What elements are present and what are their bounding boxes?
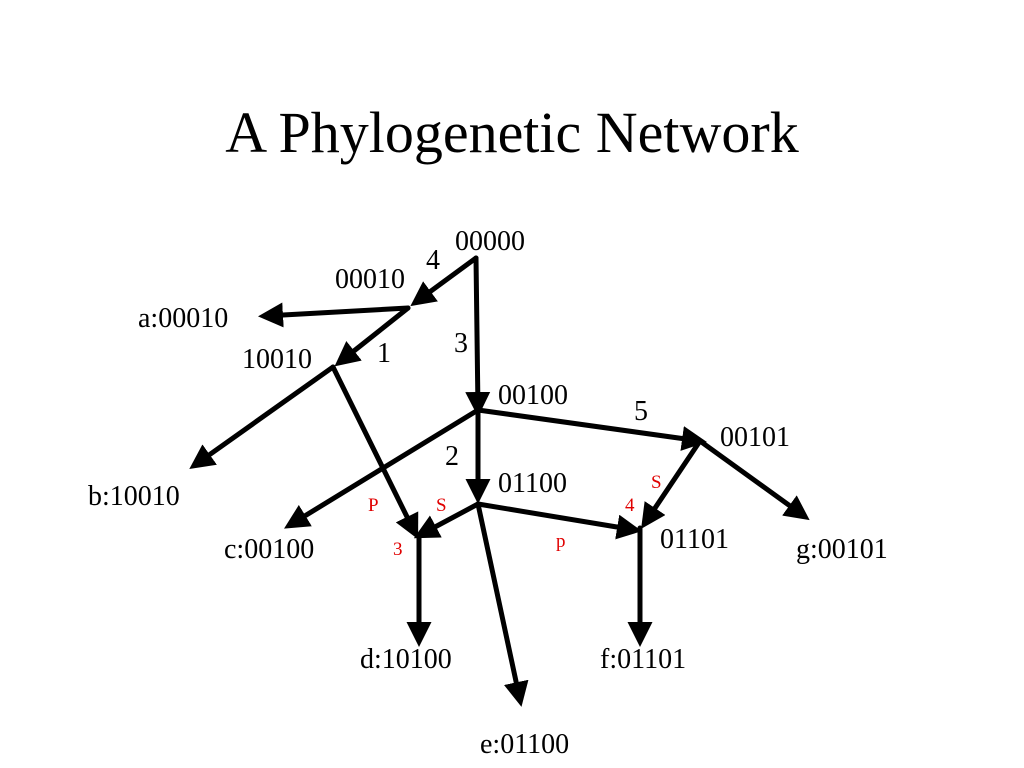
edge-00101-to-leaf-g [697,438,810,521]
annotation-s-right: S [651,472,662,493]
edge-labels: 4 1 3 5 2 [377,245,648,472]
edge-00100-to-00101 [475,407,707,451]
leaf-label-a: a:00010 [138,303,228,334]
annotation-hybrid-4: 4 [625,495,635,516]
leaf-label-f: f:01101 [600,644,686,675]
edge-label-00010-to-10010: 1 [377,338,391,369]
annotation-s-left: S [436,495,447,516]
node-label-00010: 00010 [335,264,405,295]
node-label-10010: 10010 [242,344,312,375]
edge-00101-to-hybrid-4 [641,438,703,529]
node-label-01100: 01100 [498,468,567,499]
node-label-00101: 00101 [720,422,790,453]
edge-root-to-00010 [410,255,479,307]
annotation-hybrid-3: 3 [393,539,403,560]
node-label-01101: 01101 [660,524,729,555]
edge-01100-to-leaf-e [475,501,529,707]
node-label-root: 00000 [455,226,525,257]
edge-label-root-to-00100: 3 [454,328,468,359]
annotation-p-left: P [368,495,379,516]
edge-01100-to-hybrid-4 [475,501,642,540]
edge-01100-to-hybrid-3 [413,501,481,539]
edge-00100-to-leaf-c [284,407,481,529]
recombination-annotations: P S 3 p S 4 [368,472,662,560]
slide-title: A Phylogenetic Network [225,100,799,165]
node-label-00100: 00100 [498,380,568,411]
edge-10010-to-leaf-b [189,364,336,470]
edge-label-root-to-00010: 4 [426,245,440,276]
leaf-label-g: g:00101 [796,534,888,565]
edge-label-00100-to-01100: 2 [445,441,459,472]
edges [189,255,810,707]
edge-00010-to-10010 [334,305,411,367]
leaf-label-d: d:10100 [360,644,452,675]
edge-root-to-00100 [465,255,491,417]
edge-label-00100-to-00101: 5 [634,396,648,427]
leaf-label-e: e:01100 [480,729,569,760]
leaf-label-c: c:00100 [224,534,314,565]
annotation-p-mid: p [556,531,566,552]
edge-10010-to-hybrid-3 [330,364,419,540]
edge-00010-to-leaf-a [258,302,411,328]
leaf-labels: a:00010 b:10010 c:00100 d:10100 e:01100 … [88,303,888,760]
node-labels: 00000 00010 10010 00100 01100 00101 0110… [242,226,790,555]
leaf-label-b: b:10010 [88,481,180,512]
